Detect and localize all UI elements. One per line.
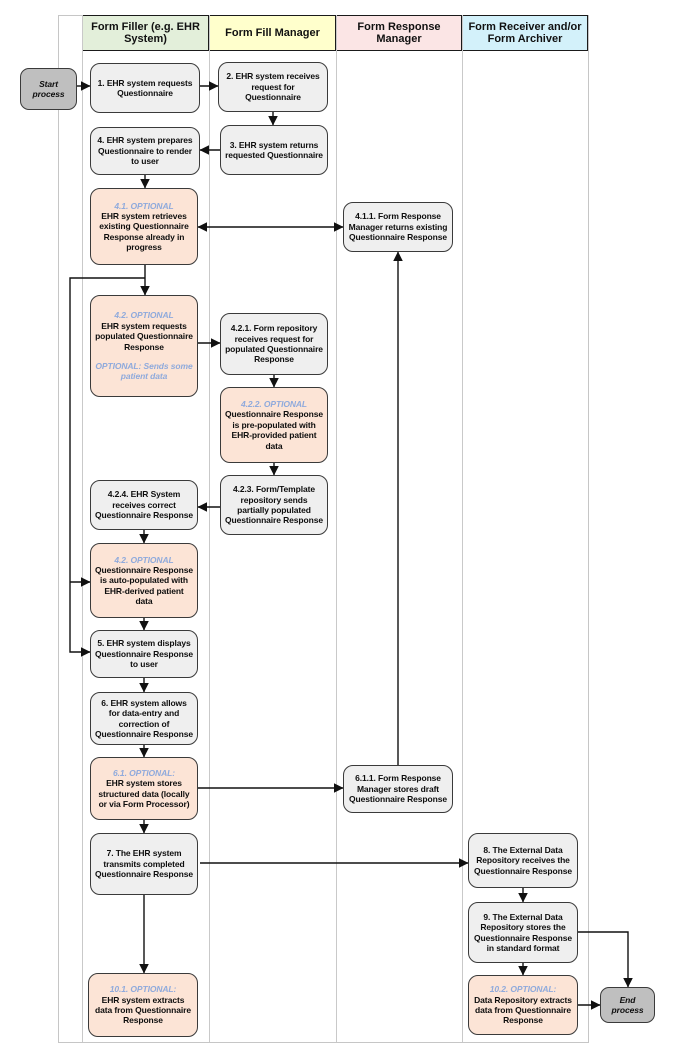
node-4-2-label: EHR system requests populated Questionna… [95, 320, 193, 352]
lane-separator [462, 15, 463, 1042]
node-4-2-1: 4.2.1. Form repository receives request … [220, 313, 328, 375]
node-4-2-2-optional-label: 4.2.2. OPTIONAL [240, 399, 308, 410]
connector-9-to-end [578, 931, 633, 988]
node-6-1-label: EHR system stores structured data (local… [98, 778, 190, 809]
node-4: 4. EHR system prepares Questionnaire to … [90, 127, 200, 175]
node-6-1-optional-label: 6.1. OPTIONAL: [113, 767, 175, 778]
node-8: 8. The External Data Repository receives… [468, 833, 578, 888]
node-4-1-1-label: 4.1.1. Form Response Manager returns exi… [348, 211, 448, 243]
node-2-label: 2. EHR system receives request for Quest… [226, 71, 320, 103]
node-10-1-optional-label: 10.1. OPTIONAL: [109, 984, 177, 995]
node-1-label: 1. EHR system requests Questionnaire [97, 77, 193, 98]
node-4-2-optional-label: OPTIONAL: Sends some patient data [95, 360, 193, 382]
node-3-label: 3. EHR system returns requested Question… [225, 139, 323, 160]
node-end-label: End process [611, 994, 644, 1015]
node-start: Start process [20, 68, 77, 110]
node-6-1-1: 6.1.1. Form Response Manager stores draf… [343, 765, 453, 813]
node-10-1: 10.1. OPTIONAL:EHR system extracts data … [88, 973, 198, 1037]
node-2: 2. EHR system receives request for Quest… [218, 62, 328, 112]
node-4-2-3: 4.2.3. Form/Template repository sends pa… [220, 475, 328, 535]
node-9-label: 9. The External Data Repository stores t… [474, 911, 572, 953]
node-4-2-2-label: Questionnaire Response is pre-populated … [225, 409, 323, 451]
node-4-2-4: 4.2.4. EHR System receives correct Quest… [90, 480, 198, 530]
node-1: 1. EHR system requests Questionnaire [90, 63, 200, 113]
node-10-2-label: Data Repository extracts data from Quest… [474, 994, 572, 1026]
node-4-2-3-label: 4.2.3. Form/Template repository sends pa… [225, 484, 323, 526]
node-4-1-1: 4.1.1. Form Response Manager returns exi… [343, 202, 453, 252]
node-4-1-optional-label: 4.1. OPTIONAL [114, 200, 174, 211]
lane-header-form-response-manager: Form Response Manager [336, 15, 462, 51]
node-6: 6. EHR system allows for data-entry and … [90, 692, 198, 745]
node-5: 5. EHR system displays Questionnaire Res… [90, 630, 198, 678]
node-7-label: 7. The EHR system transmits completed Qu… [95, 848, 193, 880]
node-8-label: 8. The External Data Repository receives… [474, 844, 572, 876]
node-3: 3. EHR system returns requested Question… [220, 125, 328, 175]
lane-separator [336, 15, 337, 1042]
lane-header-form-filler: Form Filler (e.g. EHR System) [82, 15, 209, 51]
node-4-2-optional-label: 4.2. OPTIONAL [114, 310, 174, 321]
node-6-label: 6. EHR system allows for data-entry and … [95, 697, 193, 739]
node-end: End process [600, 987, 655, 1023]
node-6-1-1-label: 6.1.1. Form Response Manager stores draf… [349, 773, 447, 805]
node-4-2-4-label: 4.2.4. EHR System receives correct Quest… [95, 489, 193, 521]
node-6-1: 6.1. OPTIONAL:EHR system stores structur… [90, 757, 198, 820]
node-4-1-label: EHR system retrieves existing Questionna… [99, 210, 189, 253]
lane-header-form-fill-manager: Form Fill Manager [209, 15, 336, 51]
lane-header-form-receiver-archiver: Form Receiver and/or Form Archiver [462, 15, 588, 51]
node-4-2-1-label: 4.2.1. Form repository receives request … [225, 323, 323, 365]
node-start-label: Start process [32, 78, 65, 99]
node-4-label: 4. EHR system prepares Questionnaire to … [97, 135, 193, 167]
node-4-2b-label: Questionnaire Response is auto-populated… [95, 564, 193, 607]
node-5-label: 5. EHR system displays Questionnaire Res… [95, 638, 193, 670]
node-9: 9. The External Data Repository stores t… [468, 902, 578, 963]
node-10-1-label: EHR system extracts data from Questionna… [95, 994, 191, 1026]
connector-4-1-to-5 [69, 277, 145, 657]
lane-separator [209, 15, 210, 1042]
node-4-2b-optional-label: 4.2. OPTIONAL [114, 554, 174, 565]
node-7: 7. The EHR system transmits completed Qu… [90, 833, 198, 895]
node-10-2: 10.2. OPTIONAL:Data Repository extracts … [468, 975, 578, 1035]
node-10-2-optional-label: 10.2. OPTIONAL: [489, 984, 557, 995]
lane-separator [82, 15, 83, 1042]
